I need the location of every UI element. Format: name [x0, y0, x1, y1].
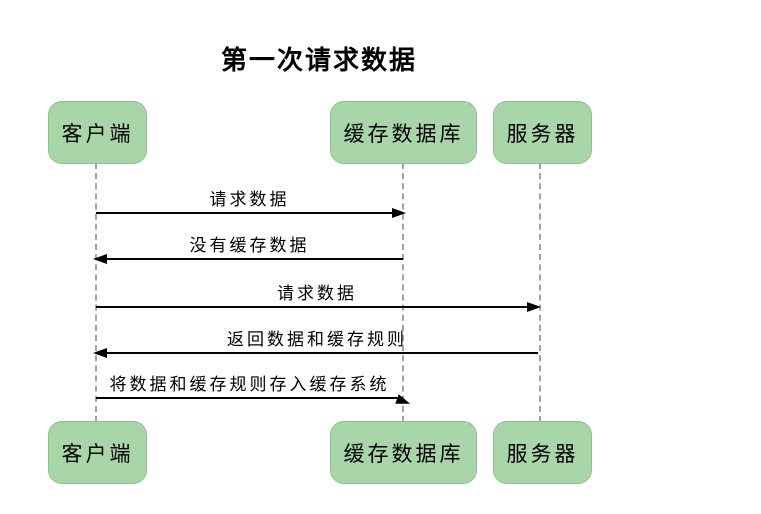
- message-store-data-into-cache: 将数据和缓存规则存入缓存系统: [96, 375, 412, 409]
- message-label: 返回数据和缓存规则: [227, 330, 407, 350]
- actor-client-bottom: 客户端: [48, 421, 147, 484]
- message-no-cached-data: 没有缓存数据: [93, 236, 403, 264]
- actor-client-top: 客户端: [48, 101, 147, 164]
- arrowhead-icon: [527, 302, 541, 312]
- actor-client-label: 客户端: [61, 441, 134, 466]
- message-label: 请求数据: [209, 190, 290, 210]
- arrowhead-icon: [395, 394, 412, 409]
- actor-server-top: 服务器: [493, 101, 592, 164]
- arrowhead-icon: [93, 348, 107, 358]
- message-label: 请求数据: [277, 284, 357, 304]
- message-label: 将数据和缓存规则存入缓存系统: [109, 375, 390, 395]
- arrow-right-icon: [96, 208, 406, 218]
- lifeline-server: [539, 163, 541, 422]
- diagram-title: 第一次请求数据: [220, 46, 417, 76]
- arrow-right-icon: [96, 302, 541, 312]
- message-return-data-and-cache-rules: 返回数据和缓存规则: [93, 330, 538, 358]
- arrowhead-icon: [93, 254, 107, 264]
- actor-client-label: 客户端: [61, 121, 134, 146]
- message-request-data-to-server: 请求数据: [96, 284, 541, 312]
- actor-server-label: 服务器: [506, 121, 579, 146]
- actor-cache-top: 缓存数据库: [330, 101, 477, 164]
- message-label: 没有缓存数据: [189, 236, 310, 256]
- actor-cache-label: 缓存数据库: [343, 121, 464, 146]
- message-request-data-to-cache: 请求数据: [96, 190, 406, 218]
- actor-cache-bottom: 缓存数据库: [330, 421, 477, 484]
- actor-server-bottom: 服务器: [493, 421, 592, 484]
- arrow-left-icon: [93, 254, 403, 264]
- arrow-left-icon: [93, 348, 538, 358]
- actor-server-label: 服务器: [506, 441, 579, 466]
- lifeline-client: [95, 163, 97, 422]
- arrowhead-icon: [392, 208, 406, 218]
- arrow-right-icon: [96, 394, 412, 409]
- actor-cache-label: 缓存数据库: [343, 441, 464, 466]
- lifeline-cache: [402, 163, 404, 422]
